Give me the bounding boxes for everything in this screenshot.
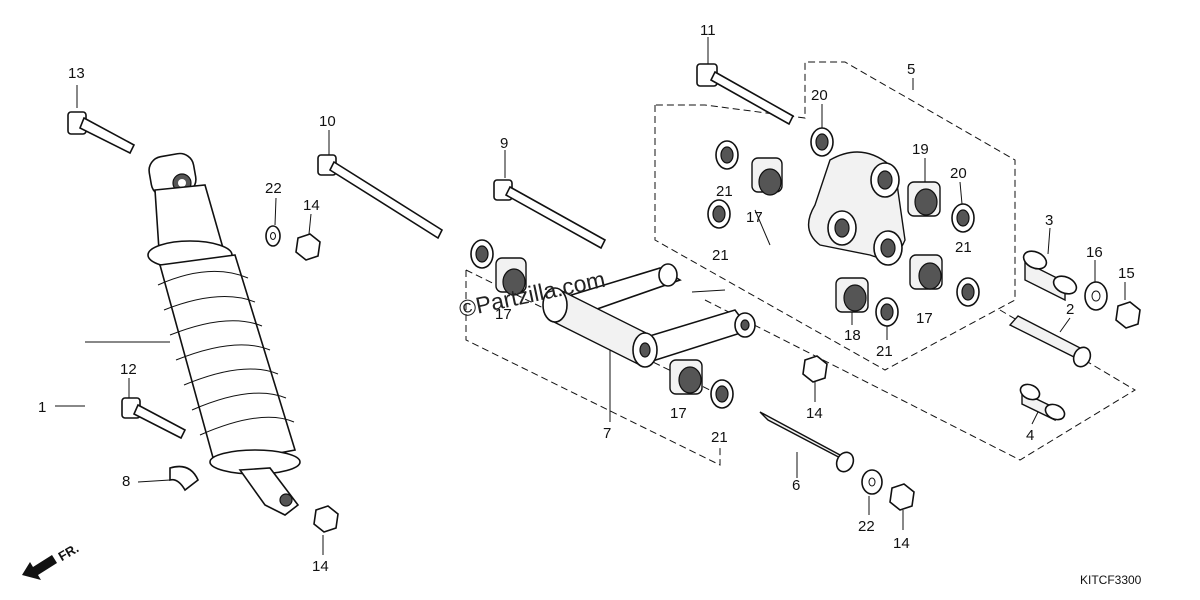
seal-20a: [810, 127, 834, 157]
seal-21a: [715, 140, 739, 170]
label-14c: 14: [806, 405, 823, 422]
washer-16: [1084, 281, 1108, 311]
nut-14a: [295, 233, 321, 261]
bearing-17b: [495, 257, 527, 296]
nut-14c: [802, 355, 828, 383]
label-19: 19: [912, 141, 929, 158]
collar-3: [1022, 250, 1078, 302]
pivot-arm-5: [807, 151, 906, 266]
bearing-17a: [751, 157, 783, 196]
label-21d: 21: [955, 239, 972, 256]
label-21f: 21: [711, 429, 728, 446]
pipe-6: [759, 411, 855, 473]
seal-21c: [470, 239, 494, 269]
nut-15: [1115, 301, 1141, 329]
label-11: 11: [700, 22, 716, 39]
nut-14d: [889, 483, 915, 511]
bolt-9: [493, 179, 607, 250]
part-labels: 13 12 1 8 10 22 14 14 9 17 11 20 5 21 17…: [38, 22, 1135, 575]
bearing-19: [907, 181, 941, 217]
label-9: 9: [500, 135, 508, 152]
label-5: 5: [907, 61, 915, 78]
label-10: 10: [319, 113, 336, 130]
label-17d: 17: [670, 405, 687, 422]
bearing-18: [835, 277, 869, 313]
label-4: 4: [1026, 427, 1034, 444]
label-16: 16: [1086, 244, 1103, 261]
collar-4: [1019, 383, 1066, 422]
seal-20b: [951, 203, 975, 233]
bearing-17c: [909, 254, 943, 290]
label-2: 2: [1066, 301, 1074, 318]
label-14d: 14: [893, 535, 910, 552]
label-15: 15: [1118, 265, 1135, 282]
label-12: 12: [120, 361, 137, 378]
washer-22b: [861, 469, 883, 495]
diagram-code: KITCF3300: [1080, 573, 1142, 587]
bolt-11: [696, 63, 795, 126]
label-21a: 21: [716, 183, 733, 200]
label-21b: 21: [712, 247, 729, 264]
bolt-13: [67, 111, 136, 155]
seal-21d: [956, 277, 980, 307]
bearing-17d: [669, 359, 703, 395]
seal-21e: [875, 297, 899, 327]
label-20a: 20: [811, 87, 828, 104]
rod-7: [542, 263, 756, 368]
shock-absorber: [147, 152, 301, 516]
label-3: 3: [1045, 212, 1053, 229]
washer-22a: [265, 225, 281, 247]
label-14b: 14: [312, 558, 329, 575]
front-label: FR.: [56, 540, 82, 563]
label-8: 8: [122, 473, 130, 490]
label-13: 13: [68, 65, 85, 82]
label-6: 6: [792, 477, 800, 494]
nut-14b: [313, 505, 339, 533]
clip-8: [169, 465, 199, 492]
label-17b: 17: [495, 306, 512, 323]
label-1: 1: [38, 399, 46, 416]
bolt-12: [121, 397, 187, 440]
pipe-2: [1008, 315, 1092, 368]
label-18: 18: [844, 327, 861, 344]
label-17c: 17: [916, 310, 933, 327]
label-7: 7: [603, 425, 611, 442]
label-14a: 14: [303, 197, 320, 214]
seal-21b: [707, 199, 731, 229]
leader-lines: [55, 37, 1126, 555]
front-arrow-icon: FR.: [22, 540, 81, 580]
label-20b: 20: [950, 165, 967, 182]
label-22b: 22: [858, 518, 875, 535]
label-17a: 17: [746, 209, 763, 226]
seal-21f: [710, 379, 734, 409]
label-21e: 21: [876, 343, 893, 360]
label-22a: 22: [265, 180, 282, 197]
bolt-10: [317, 154, 444, 240]
